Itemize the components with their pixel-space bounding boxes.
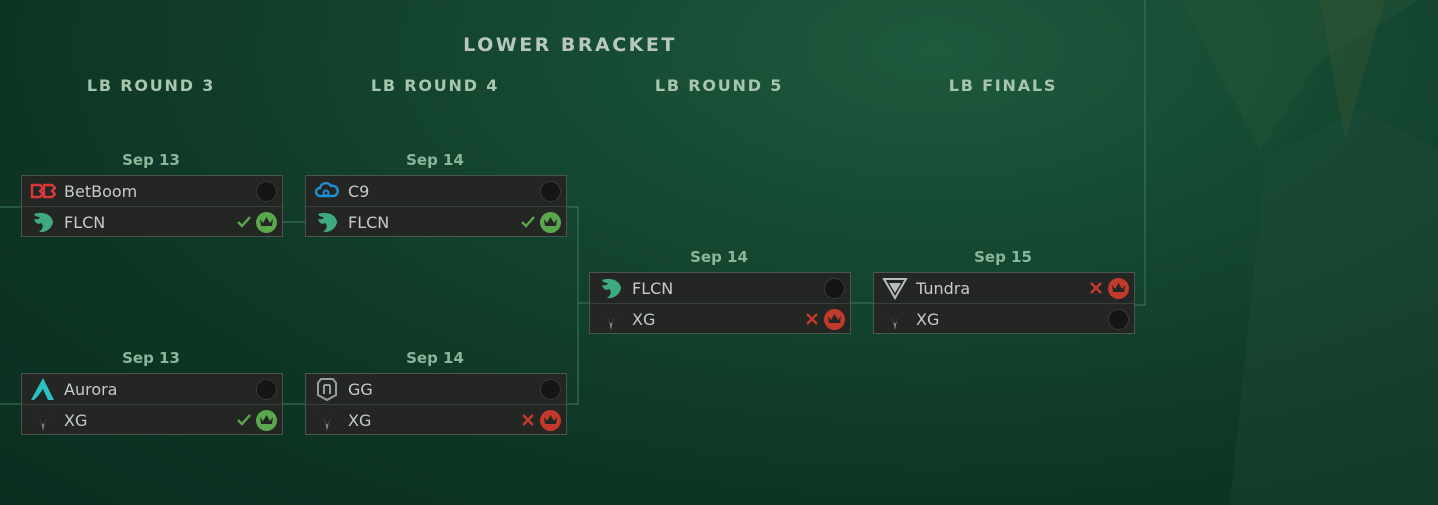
lower-bracket-title: LOWER BRACKET: [463, 34, 677, 56]
result-empty-icon: [256, 180, 277, 202]
team-row[interactable]: FLCN: [22, 207, 282, 237]
crown-win-icon: [256, 211, 277, 233]
tundra-logo-icon: [880, 274, 910, 302]
team-row[interactable]: Aurora: [22, 374, 282, 405]
xg-logo-icon: [596, 305, 626, 333]
round-label-lb-finals: LB FINALS: [948, 76, 1058, 95]
aurora-logo-icon: [28, 375, 58, 403]
cross-icon: [1088, 280, 1104, 296]
match-date: Sep 14: [406, 349, 464, 367]
match-card-r3-top[interactable]: BetBoom FLCN: [21, 175, 283, 237]
team-name: XG: [348, 410, 372, 430]
xg-logo-icon: [28, 406, 58, 434]
team-name: XG: [632, 309, 656, 329]
cross-icon: [520, 412, 536, 428]
match-card-r4-top[interactable]: C9 FLCN: [305, 175, 567, 237]
checkmark-icon: [236, 214, 252, 230]
match-card-r4-bottom[interactable]: GG XG: [305, 373, 567, 435]
checkmark-icon: [520, 214, 536, 230]
round-label-lb5: LB ROUND 5: [654, 76, 784, 95]
team-name: XG: [916, 309, 940, 329]
team-row[interactable]: FLCN: [306, 207, 566, 237]
match-card-lb-finals[interactable]: Tundra XG: [873, 272, 1135, 334]
crown-loss-icon: [1108, 277, 1129, 299]
falcons-logo-icon: [596, 274, 626, 302]
team-name: BetBoom: [64, 181, 138, 201]
match-date: Sep 14: [690, 248, 748, 266]
team-name: Aurora: [64, 379, 118, 399]
match-date: Sep 15: [974, 248, 1032, 266]
crown-loss-icon: [824, 308, 845, 330]
xg-logo-icon: [312, 406, 342, 434]
team-name: Tundra: [916, 278, 971, 298]
betboom-logo-icon: [28, 177, 58, 205]
team-row[interactable]: C9: [306, 176, 566, 207]
falcons-logo-icon: [312, 208, 342, 236]
checkmark-icon: [236, 412, 252, 428]
cloud9-logo-icon: [312, 177, 342, 205]
team-name: C9: [348, 181, 370, 201]
team-row[interactable]: XG: [306, 405, 566, 435]
match-card-r3-bottom[interactable]: Aurora XG: [21, 373, 283, 435]
team-name: XG: [64, 410, 88, 430]
team-row[interactable]: GG: [306, 374, 566, 405]
team-row[interactable]: Tundra: [874, 273, 1134, 304]
result-empty-icon: [824, 277, 845, 299]
xg-logo-icon: [880, 305, 910, 333]
result-empty-icon: [256, 378, 277, 400]
gaimin-gladiators-logo-icon: [312, 375, 342, 403]
team-row[interactable]: BetBoom: [22, 176, 282, 207]
result-empty-icon: [1108, 308, 1129, 330]
team-name: FLCN: [348, 212, 390, 232]
team-name: GG: [348, 379, 373, 399]
round-label-lb4: LB ROUND 4: [370, 76, 500, 95]
match-date: Sep 14: [406, 151, 464, 169]
team-row[interactable]: XG: [590, 304, 850, 334]
crown-win-icon: [540, 211, 561, 233]
match-date: Sep 13: [122, 151, 180, 169]
crown-win-icon: [256, 409, 277, 431]
match-card-r5[interactable]: FLCN XG: [589, 272, 851, 334]
team-name: FLCN: [632, 278, 674, 298]
team-row[interactable]: XG: [22, 405, 282, 435]
crown-loss-icon: [540, 409, 561, 431]
round-label-lb3: LB ROUND 3: [86, 76, 216, 95]
team-name: FLCN: [64, 212, 106, 232]
result-empty-icon: [540, 180, 561, 202]
match-date: Sep 13: [122, 349, 180, 367]
team-row[interactable]: FLCN: [590, 273, 850, 304]
falcons-logo-icon: [28, 208, 58, 236]
result-empty-icon: [540, 378, 561, 400]
cross-icon: [804, 311, 820, 327]
team-row[interactable]: XG: [874, 304, 1134, 334]
